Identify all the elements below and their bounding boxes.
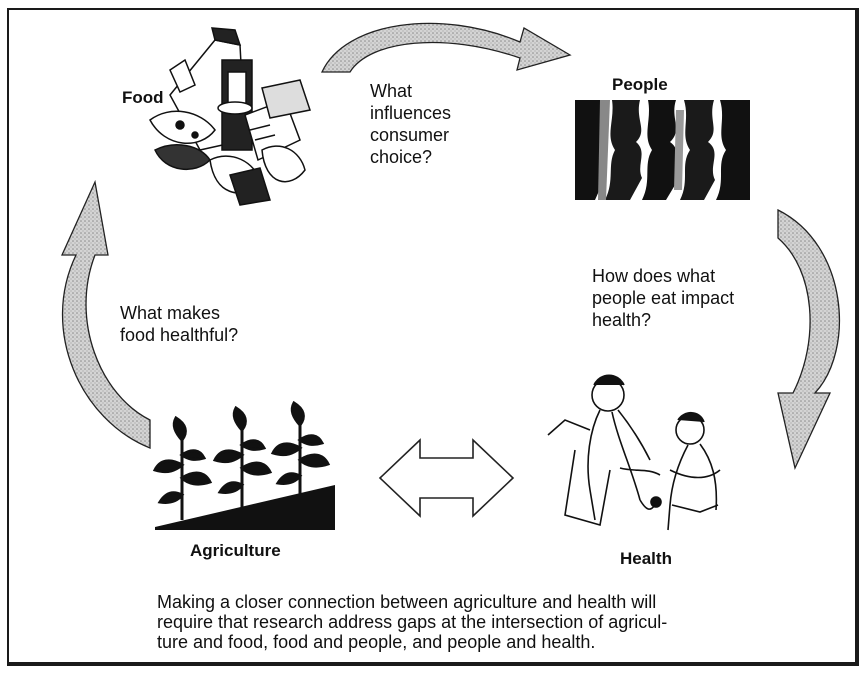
arrow-food-to-people bbox=[320, 22, 572, 73]
node-label-food: Food bbox=[122, 88, 164, 107]
arrow-agriculture-to-food bbox=[60, 179, 151, 449]
food-illustration bbox=[149, 27, 311, 206]
arrow-people-to-health bbox=[777, 208, 840, 470]
agriculture-illustration bbox=[152, 400, 335, 530]
health-illustration bbox=[547, 374, 721, 531]
question-consumer-choice: What influences consumer choice? bbox=[370, 81, 452, 167]
double-arrow-agriculture-health bbox=[378, 438, 515, 518]
diagram-frame bbox=[7, 8, 859, 666]
node-label-agriculture: Agriculture bbox=[190, 541, 281, 560]
caption: Making a closer connection between agric… bbox=[157, 592, 668, 652]
node-label-people: People bbox=[612, 75, 668, 94]
node-label-health: Health bbox=[620, 549, 672, 568]
question-healthful-food: What makes food healthful? bbox=[120, 303, 239, 345]
people-illustration bbox=[575, 100, 750, 200]
question-health-impact: How does what people eat impact health? bbox=[592, 266, 735, 330]
